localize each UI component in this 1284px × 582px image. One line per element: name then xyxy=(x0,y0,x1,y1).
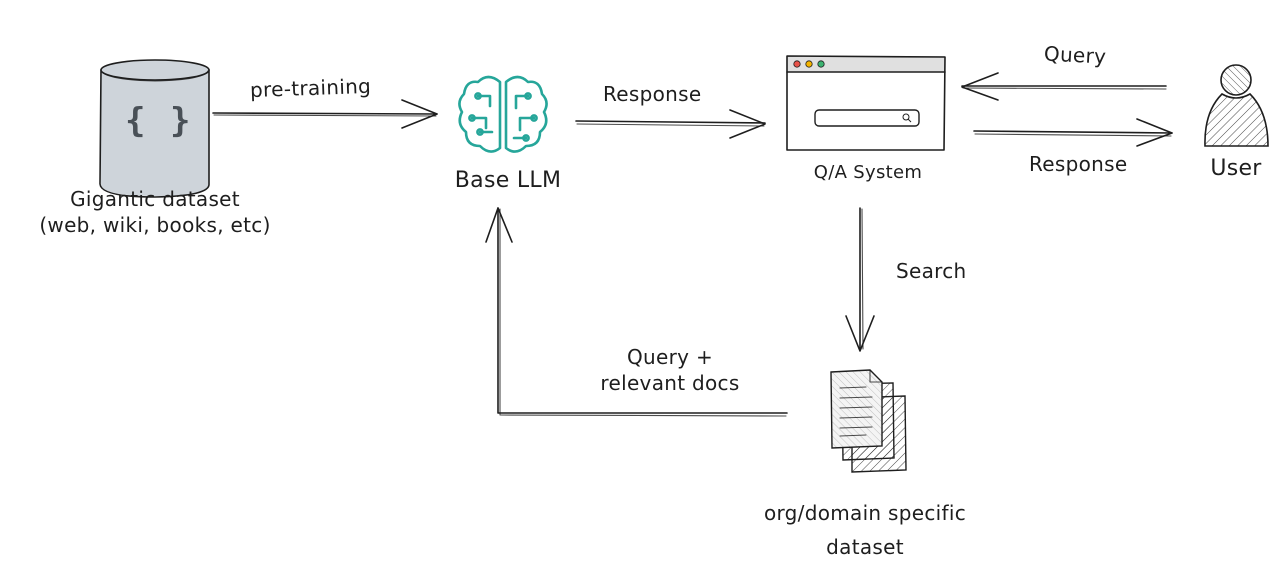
arrow-query-docs xyxy=(485,207,788,417)
user-response-edge-label: Response xyxy=(1029,152,1128,176)
braces-glyph: { } xyxy=(125,101,193,141)
arrow-llm-response xyxy=(575,109,766,139)
arrow-pretraining xyxy=(212,99,438,129)
browser-window-icon xyxy=(786,55,946,151)
arrow-query xyxy=(961,72,1167,101)
arrow-search xyxy=(845,207,875,352)
query-edge-label: Query xyxy=(1043,41,1107,69)
pretraining-edge-label: pre-training xyxy=(249,73,372,103)
query-docs-edge-label: Query + relevant docs xyxy=(600,345,740,395)
docs-label: org/domain specific dataset xyxy=(763,501,967,559)
documents-icon xyxy=(830,369,907,473)
user-icon xyxy=(1204,64,1269,147)
brain-circuit-icon xyxy=(458,75,548,153)
database-cylinder-icon xyxy=(99,59,210,198)
search-edge-label: Search xyxy=(896,259,967,283)
user-label: User xyxy=(1210,156,1262,181)
dataset-label: Gigantic dataset (web, wiki, books, etc) xyxy=(39,187,271,237)
qa-system-label: Q/A System xyxy=(813,162,923,183)
llm-label: Base LLM xyxy=(454,168,562,193)
arrow-user-response xyxy=(973,118,1173,147)
llm-response-edge-label: Response xyxy=(603,82,702,106)
